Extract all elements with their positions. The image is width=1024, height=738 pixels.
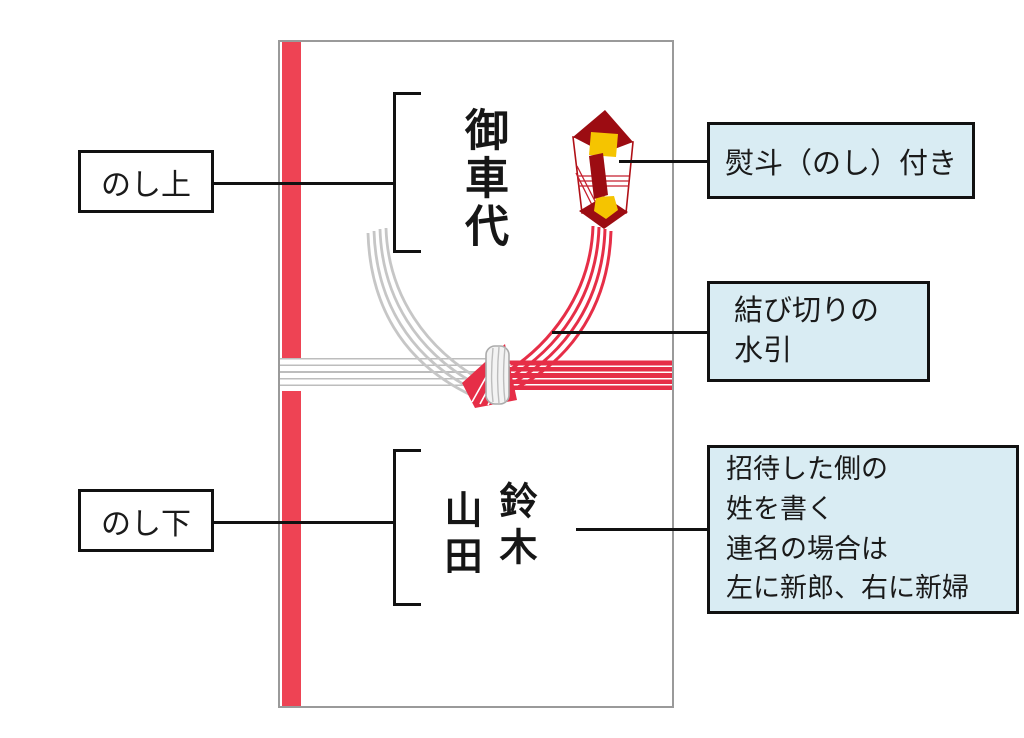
noshi-ornament (572, 110, 634, 229)
envelope-name-left: 山田 (438, 490, 480, 582)
callout-mizuhiki: 結び切りの 水引 (707, 281, 930, 382)
callout-noshi-attached: 熨斗（のし）付き (707, 122, 975, 199)
connector-noshi-shita (213, 521, 395, 524)
bracket-noshi-shita (393, 449, 421, 606)
callout-mizuhiki-label: 結び切りの 水引 (734, 295, 880, 367)
connector-noshi-attached (619, 160, 708, 163)
callout-naming-note: 招待した側の 姓を書く 連名の場合は 左に新郎、右に新婦 (707, 445, 1019, 614)
mizuhiki-knot (462, 344, 517, 408)
envelope-title-text: 御車代 (458, 107, 507, 251)
connector-naming-note (576, 528, 708, 531)
mizuhiki-silver-arc (366, 227, 489, 398)
mizuhiki-red-arc (492, 225, 613, 394)
connector-mizuhiki (552, 331, 708, 334)
callout-noshi-shita-label: のし下 (101, 507, 191, 541)
connector-noshi-ue (213, 182, 395, 185)
callout-noshi-shita: のし下 (78, 489, 214, 552)
callout-noshi-attached-label: 熨斗（のし）付き (724, 147, 957, 180)
callout-naming-note-label: 招待した側の 姓を書く 連名の場合は 左に新郎、右に新婦 (726, 453, 969, 604)
bracket-noshi-ue (393, 92, 421, 253)
envelope-name-right: 鈴木 (493, 481, 535, 573)
callout-noshi-ue-label: のし上 (101, 168, 191, 202)
mizuhiki-white-cord-band (280, 358, 499, 391)
callout-noshi-ue: のし上 (78, 150, 214, 213)
